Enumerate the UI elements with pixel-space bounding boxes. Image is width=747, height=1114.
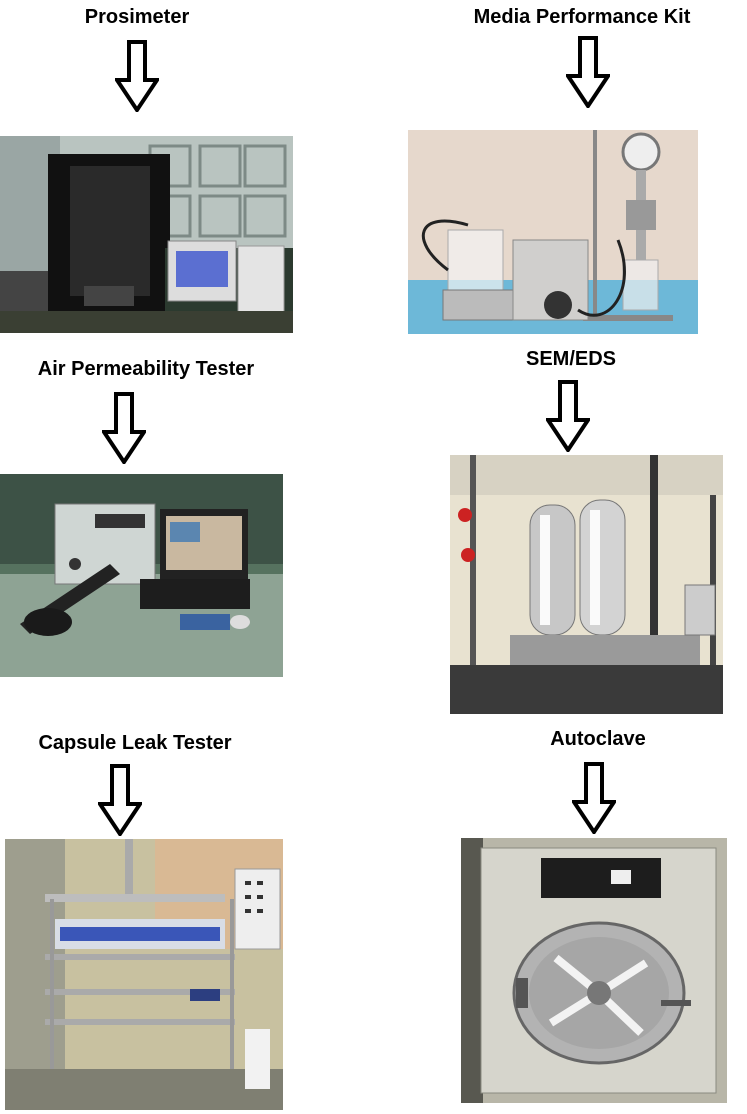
down-arrow-icon [566,36,610,108]
sem-eds-photo [450,455,723,714]
label-air-permeability-tester: Air Permeability Tester [37,358,255,380]
prosimeter-photo [0,136,293,333]
down-arrow-icon [546,380,590,452]
autoclave-photo [461,838,727,1103]
label-media-performance-kit: Media Performance Kit [473,6,691,28]
label-autoclave: Autoclave [550,728,646,750]
label-sem-eds: SEM/EDS [525,348,617,370]
label-prosimeter: Prosimeter [84,6,190,28]
down-arrow-icon [115,40,159,112]
capsule-leak-tester-photo [5,839,283,1110]
down-arrow-icon [102,392,146,464]
air-permeability-tester-photo [0,474,283,677]
media-performance-kit-photo [408,130,698,334]
down-arrow-icon [572,762,616,834]
down-arrow-icon [98,764,142,836]
label-capsule-leak-tester: Capsule Leak Tester [38,732,232,754]
